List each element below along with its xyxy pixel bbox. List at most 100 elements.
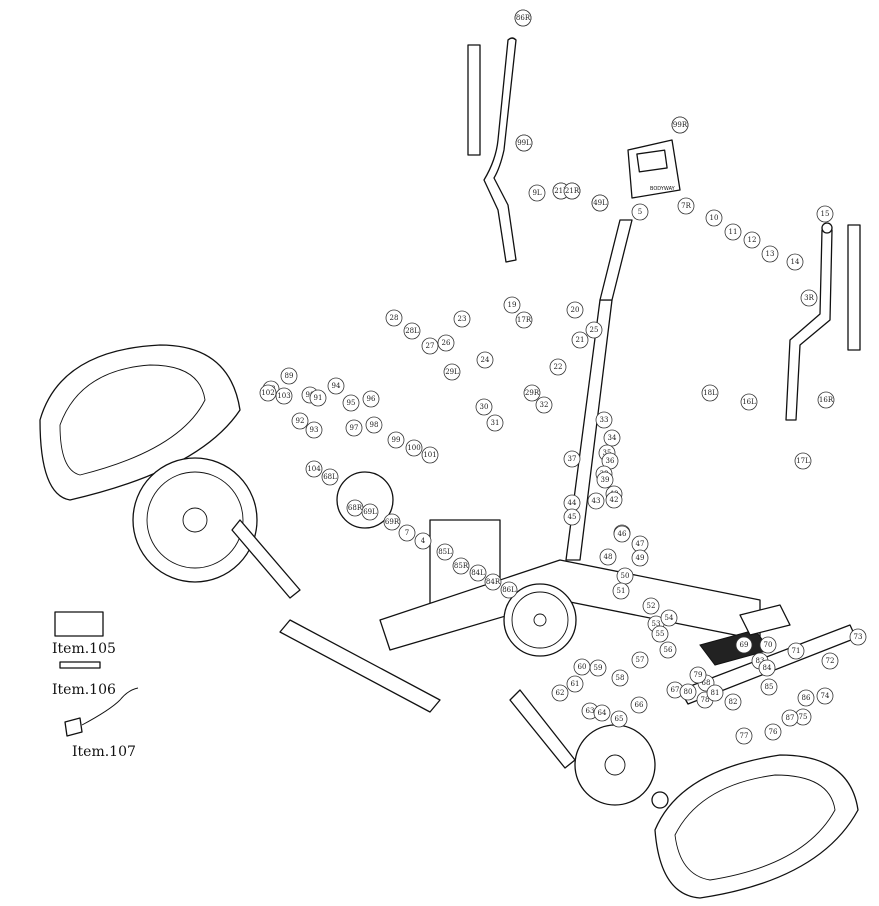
svg-text:16L: 16L xyxy=(742,398,756,406)
svg-text:69: 69 xyxy=(740,641,749,649)
part-callout-20: 20 xyxy=(566,301,584,319)
legend-item105: Item.105 xyxy=(52,641,116,657)
part-callout-68R: 68R xyxy=(346,499,364,517)
svg-text:55: 55 xyxy=(656,630,665,638)
part-callout-86R: 86R xyxy=(514,9,532,27)
part-callout-72: 72 xyxy=(821,652,839,670)
legend-item107: Item.107 xyxy=(72,744,136,760)
part-callout-84L: 84L xyxy=(469,564,487,582)
part-callout-102: 102 xyxy=(259,384,277,402)
svg-text:96: 96 xyxy=(367,395,376,403)
svg-text:20: 20 xyxy=(571,306,580,314)
part-callout-95: 95 xyxy=(342,394,360,412)
part-callout-74: 74 xyxy=(816,687,834,705)
svg-text:21R: 21R xyxy=(565,187,580,195)
svg-text:94: 94 xyxy=(332,382,341,390)
part-callout-92: 92 xyxy=(291,412,309,430)
svg-text:85L: 85L xyxy=(438,548,452,556)
svg-text:17R: 17R xyxy=(517,316,532,324)
svg-text:43: 43 xyxy=(592,497,601,505)
svg-text:68L: 68L xyxy=(323,473,337,481)
svg-text:44: 44 xyxy=(568,499,577,507)
svg-text:75: 75 xyxy=(799,713,808,721)
part-callout-58: 58 xyxy=(611,669,629,687)
svg-text:58: 58 xyxy=(616,674,625,682)
svg-text:91: 91 xyxy=(314,394,323,402)
part-callout-85R: 85R xyxy=(452,557,470,575)
svg-text:80: 80 xyxy=(684,688,693,696)
svg-text:17L: 17L xyxy=(796,457,810,465)
part-callout-42: 42 xyxy=(605,491,623,509)
legend-item106: Item.106 xyxy=(52,682,116,698)
svg-text:82: 82 xyxy=(729,698,738,706)
svg-text:29L: 29L xyxy=(445,368,459,376)
svg-text:46: 46 xyxy=(618,530,627,538)
svg-text:53: 53 xyxy=(652,620,661,628)
svg-text:74: 74 xyxy=(821,692,830,700)
svg-text:71: 71 xyxy=(792,647,801,655)
part-callout-33: 33 xyxy=(595,411,613,429)
part-callout-17L: 17L xyxy=(794,452,812,470)
svg-text:84R: 84R xyxy=(486,578,501,586)
part-callout-79: 79 xyxy=(689,666,707,684)
left-side-cover xyxy=(39,344,241,501)
part-callout-84R: 84R xyxy=(484,573,502,591)
svg-text:70: 70 xyxy=(764,641,773,649)
svg-text:25: 25 xyxy=(590,326,599,334)
svg-text:87: 87 xyxy=(786,714,795,722)
flywheel xyxy=(503,583,577,657)
part-callout-7: 7 xyxy=(398,524,416,542)
svg-text:11: 11 xyxy=(729,228,738,236)
part-callout-54: 54 xyxy=(660,609,678,627)
part-callout-17R: 17R xyxy=(515,311,533,329)
part-callout-69: 69 xyxy=(735,636,753,654)
part-callout-27: 27 xyxy=(421,337,439,355)
part-callout-104: 104 xyxy=(305,460,323,478)
svg-text:100: 100 xyxy=(407,444,420,452)
svg-text:99R: 99R xyxy=(673,121,688,129)
svg-text:29R: 29R xyxy=(525,389,540,397)
svg-text:30: 30 xyxy=(480,403,489,411)
legend-icons xyxy=(54,611,139,737)
svg-text:18L: 18L xyxy=(703,389,717,397)
svg-text:65: 65 xyxy=(615,715,624,723)
part-callout-15: 15 xyxy=(816,205,834,223)
svg-text:21: 21 xyxy=(576,336,585,344)
part-callout-46: 46 xyxy=(613,525,631,543)
part-callout-45: 45 xyxy=(563,508,581,526)
part-callout-28: 28 xyxy=(385,309,403,327)
svg-text:49L: 49L xyxy=(593,199,607,207)
part-callout-98: 98 xyxy=(365,416,383,434)
part-callout-66: 66 xyxy=(630,696,648,714)
pulley-wheel xyxy=(574,724,669,809)
part-callout-25: 25 xyxy=(585,321,603,339)
svg-text:24: 24 xyxy=(481,356,490,364)
part-callout-57: 57 xyxy=(631,651,649,669)
svg-text:69L: 69L xyxy=(363,508,377,516)
part-callout-4: 4 xyxy=(414,532,432,550)
part-callout-31: 31 xyxy=(486,414,504,432)
right-side-cover xyxy=(654,754,859,899)
svg-text:49: 49 xyxy=(636,554,645,562)
part-callout-50: 50 xyxy=(616,567,634,585)
part-callout-86: 86 xyxy=(797,689,815,707)
part-callout-52: 52 xyxy=(642,597,660,615)
part-callout-56: 56 xyxy=(659,641,677,659)
part-callout-80: 80 xyxy=(679,683,697,701)
part-callout-16L: 16L xyxy=(740,393,758,411)
svg-text:51: 51 xyxy=(617,587,626,595)
svg-text:37: 37 xyxy=(568,455,577,463)
svg-text:69R: 69R xyxy=(385,518,400,526)
svg-text:68: 68 xyxy=(702,679,711,687)
part-callout-101: 101 xyxy=(421,446,439,464)
svg-text:56: 56 xyxy=(664,646,673,654)
part-callout-70: 70 xyxy=(759,636,777,654)
part-callout-68L: 68L xyxy=(321,468,339,486)
part-callout-43: 43 xyxy=(587,492,605,510)
svg-text:103: 103 xyxy=(277,392,290,400)
svg-text:78: 78 xyxy=(701,696,710,704)
svg-text:26: 26 xyxy=(442,339,451,347)
svg-text:3R: 3R xyxy=(804,294,814,302)
left-disc-cover xyxy=(132,457,258,583)
